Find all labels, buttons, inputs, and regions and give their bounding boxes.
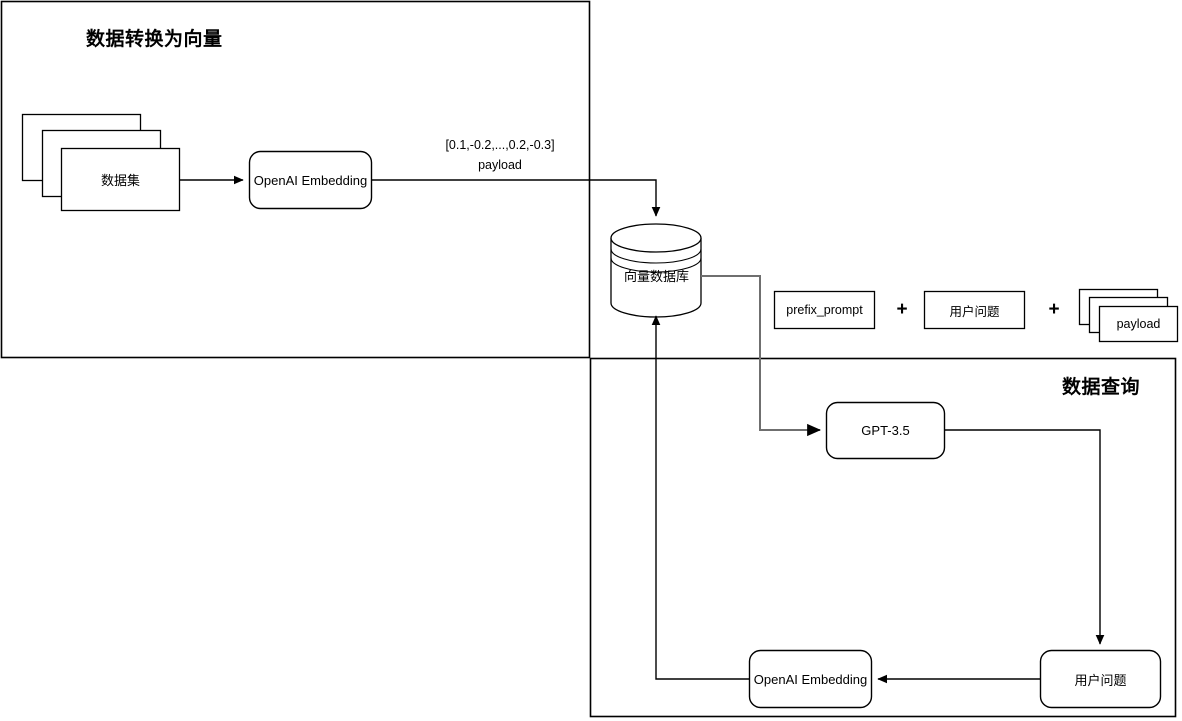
payload-stack-front: [1098, 305, 1179, 343]
gpt-box: [825, 401, 946, 460]
frame-data-query: [589, 357, 1177, 718]
embedding-bottom-box: [748, 649, 873, 709]
user-question-mid-box: [923, 290, 1026, 330]
edge-gpt-to-user-question: [945, 429, 1105, 645]
dataset-stack-front: [60, 147, 181, 212]
edge-vectordb-to-gpt: [701, 275, 822, 437]
prefix-prompt-box: [773, 290, 876, 330]
edge-embedding-bottom-to-vectordb: [651, 315, 749, 680]
user-question-bottom-box: [1039, 649, 1162, 709]
vector-db-cylinder: [610, 223, 702, 318]
edge-embedding-to-vectordb: [372, 179, 661, 217]
embedding-top-box: [248, 150, 373, 210]
